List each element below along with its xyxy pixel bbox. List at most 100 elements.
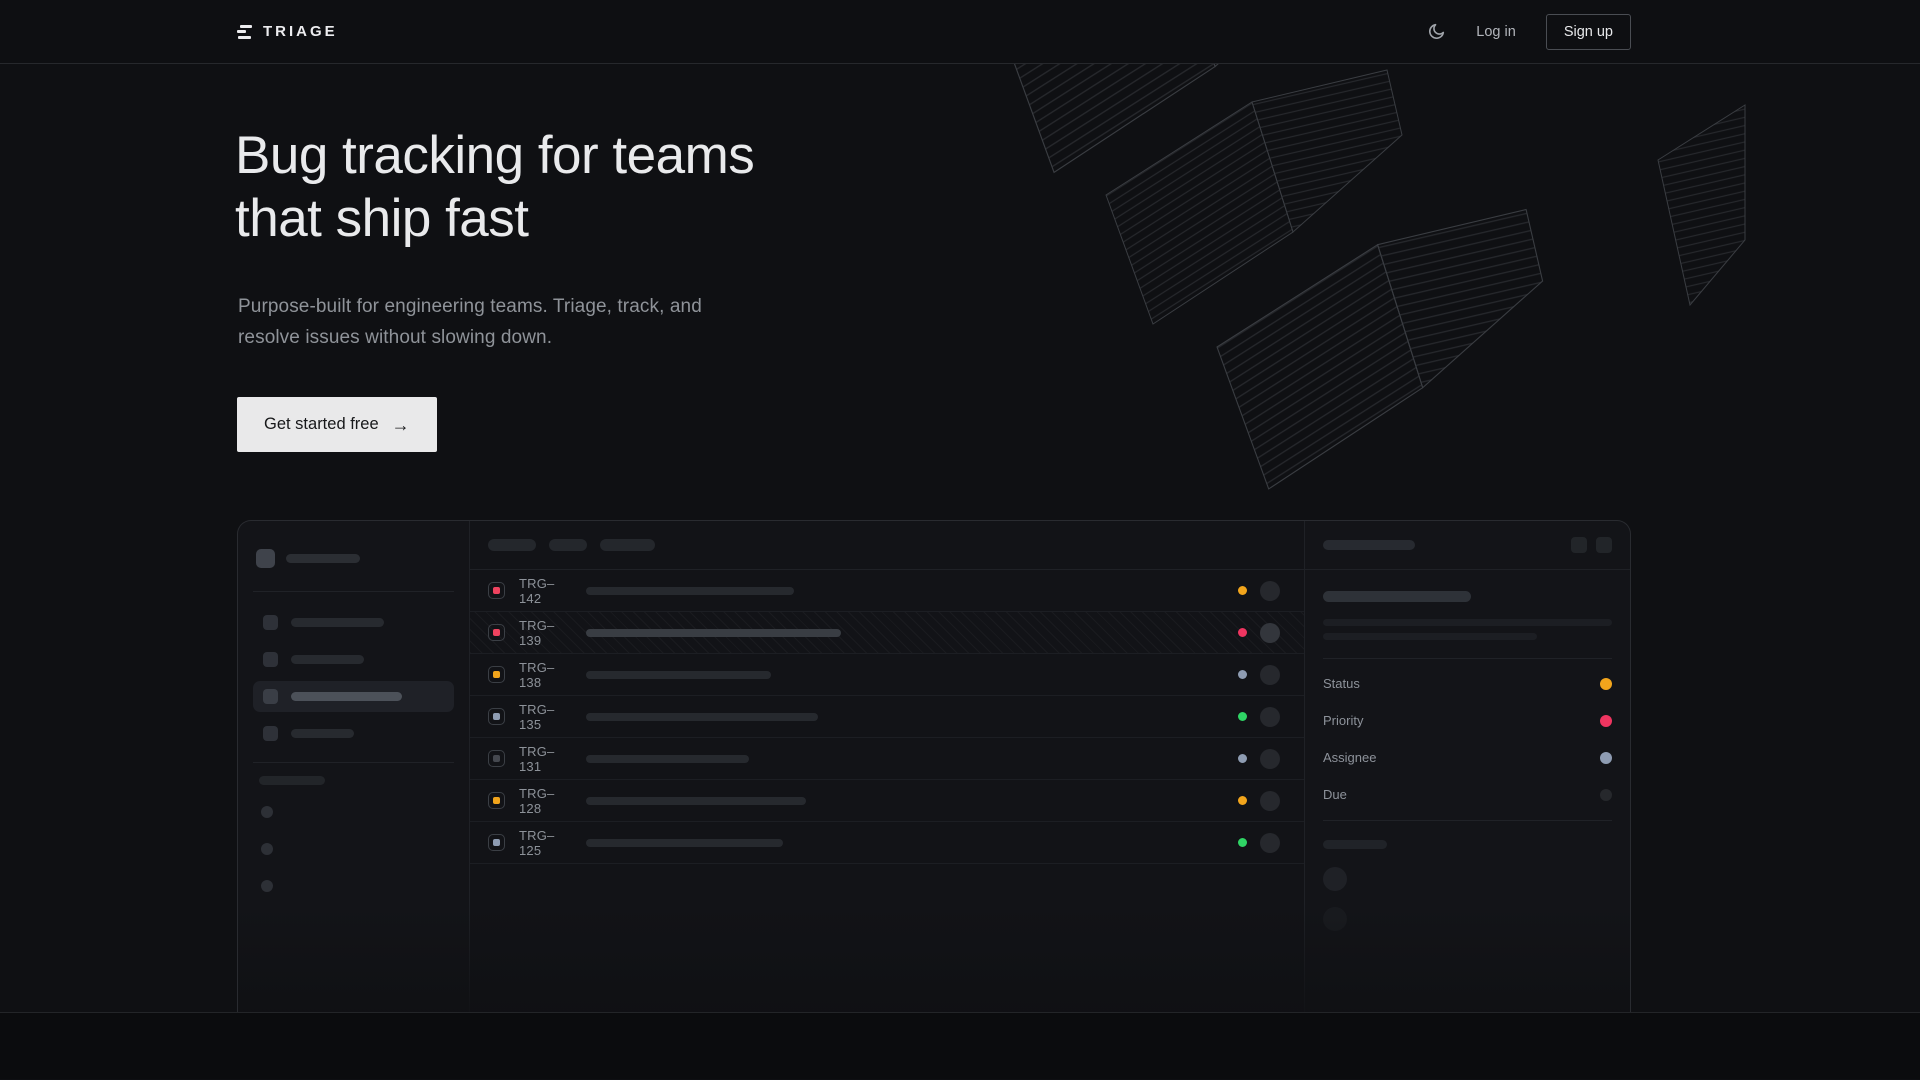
workspace-switcher (256, 549, 454, 568)
mockup-detail-panel: Status Priority Assignee Due (1305, 521, 1630, 1012)
panel-action-icon (1596, 537, 1612, 553)
status-dot (1238, 628, 1247, 637)
issue-row-meta (1238, 790, 1280, 811)
workspace-avatar (256, 549, 275, 568)
detail-panel-body: Status Priority Assignee Due (1305, 570, 1630, 931)
panel-header-skeleton (1323, 540, 1415, 550)
issue-title-skeleton (586, 754, 749, 763)
sidebar-nav-item (253, 644, 454, 675)
issue-row: TRG–135 (470, 696, 1304, 738)
field-label: Assignee (1323, 750, 1377, 765)
issue-row-meta (1238, 664, 1280, 685)
detail-field-row: Assignee (1323, 739, 1612, 776)
divider (253, 762, 454, 763)
issue-id: TRG–135 (519, 701, 555, 732)
field-value-dot (1600, 788, 1612, 801)
sidebar-nav (253, 607, 454, 749)
nav-item-icon (263, 726, 278, 741)
detail-panel-header (1305, 521, 1630, 570)
assignee-avatar (1260, 748, 1280, 769)
nav-actions: Log in Sign up (1427, 13, 1631, 50)
get-started-button[interactable]: Get started free → (237, 397, 437, 452)
issue-type-icon (488, 624, 505, 641)
issue-title-skeleton (586, 712, 818, 721)
arrow-right-icon: → (391, 414, 410, 435)
status-dot (1238, 838, 1247, 847)
issue-row-meta (1238, 580, 1280, 601)
section-label-skeleton (259, 776, 325, 785)
toolbar-pill-skeleton (549, 539, 587, 551)
assignee-avatar (1260, 706, 1280, 727)
detail-field-row: Priority (1323, 702, 1612, 739)
footer-section (0, 1013, 1920, 1079)
sidebar-dot (261, 806, 273, 818)
theme-toggle-button[interactable] (1427, 22, 1446, 41)
issue-type-icon (488, 708, 505, 725)
issue-id: TRG–142 (519, 575, 555, 606)
field-label: Priority (1323, 713, 1364, 728)
panel-header-actions (1571, 537, 1612, 553)
toolbar-pill-skeleton (488, 539, 536, 551)
issue-description-skeleton (1323, 619, 1612, 626)
nav-item-label-skeleton (291, 655, 364, 664)
comment-avatar (1323, 867, 1347, 891)
wireframe-decoration (999, 64, 1746, 490)
issue-row: TRG–139 (470, 612, 1304, 654)
top-nav: TRIAGE Log in Sign up (0, 0, 1920, 64)
nav-item-label-skeleton (291, 618, 384, 627)
detail-fields: Status Priority Assignee Due (1323, 665, 1612, 813)
issue-row-meta (1238, 622, 1280, 643)
issue-type-icon (488, 582, 505, 599)
issue-row-meta (1238, 832, 1280, 853)
issue-type-icon (488, 792, 505, 809)
issue-id: TRG–139 (519, 617, 555, 648)
issue-id: TRG–131 (519, 743, 555, 774)
issue-type-dot (493, 587, 500, 594)
app-mockup: TRG–142 TRG–139 TRG–138 TRG–135 (237, 520, 1631, 1012)
issue-row: TRG–128 (470, 780, 1304, 822)
issue-title-skeleton (1323, 591, 1471, 602)
sidebar-dot-list (261, 806, 454, 892)
issue-id: TRG–138 (519, 659, 555, 690)
status-dot (1238, 754, 1247, 763)
assignee-avatar (1260, 790, 1280, 811)
issue-row: TRG–142 (470, 570, 1304, 612)
assignee-avatar (1260, 622, 1280, 643)
nav-item-label-skeleton (291, 729, 354, 738)
issue-type-icon (488, 834, 505, 851)
mockup-issue-list-pane: TRG–142 TRG–139 TRG–138 TRG–135 (470, 521, 1305, 1012)
divider (253, 591, 454, 592)
sidebar-dot (261, 843, 273, 855)
issue-row: TRG–138 (470, 654, 1304, 696)
sidebar-nav-item (253, 718, 454, 749)
issue-type-dot (493, 797, 500, 804)
assignee-avatar (1260, 664, 1280, 685)
issue-description-skeleton (1323, 633, 1537, 640)
sidebar-nav-item (253, 607, 454, 638)
activity-label-skeleton (1323, 840, 1387, 849)
issue-row: TRG–131 (470, 738, 1304, 780)
signup-button[interactable]: Sign up (1545, 13, 1631, 50)
login-link[interactable]: Log in (1476, 23, 1516, 40)
issue-title-skeleton (586, 586, 794, 595)
sidebar-dot (261, 880, 273, 892)
nav-item-label-skeleton (291, 692, 402, 701)
detail-field-row: Status (1323, 665, 1612, 702)
assignee-avatar (1260, 580, 1280, 601)
divider (1323, 820, 1612, 821)
mockup-sidebar (238, 521, 470, 1012)
issue-row-meta (1238, 706, 1280, 727)
issue-type-dot (493, 755, 500, 762)
field-value-dot (1600, 751, 1612, 764)
issue-row-meta (1238, 748, 1280, 769)
brand[interactable]: TRIAGE (237, 23, 338, 40)
divider (1323, 658, 1612, 659)
nav-item-icon (263, 652, 278, 667)
status-dot (1238, 586, 1247, 595)
issue-title-skeleton (586, 838, 783, 847)
detail-field-row: Due (1323, 776, 1612, 813)
issue-type-dot (493, 839, 500, 846)
sidebar-nav-item-active (253, 681, 454, 712)
issue-row: TRG–125 (470, 822, 1304, 864)
